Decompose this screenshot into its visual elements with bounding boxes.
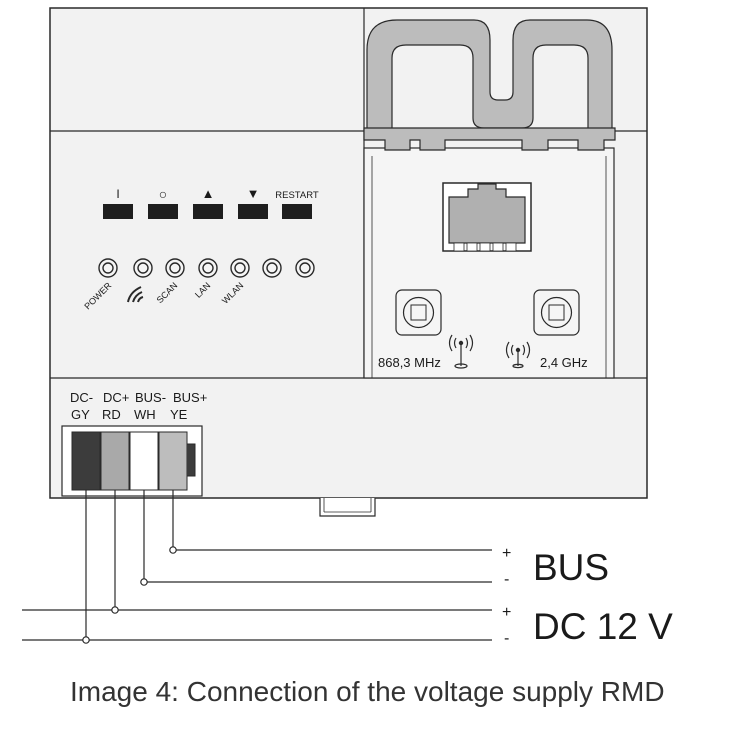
radio-signal-icon: [127, 286, 144, 303]
button-up-label: ▲: [202, 186, 215, 201]
terminal-label-dc-minus: DC-: [70, 390, 93, 405]
bus-label: BUS: [533, 547, 609, 588]
led-row: [98, 258, 315, 278]
led-knx: [133, 258, 153, 278]
wiring: [22, 490, 492, 641]
bus-plus-sign: +: [502, 545, 511, 562]
button-off[interactable]: ○: [148, 186, 178, 219]
wire-junctions: [82, 546, 177, 644]
antenna-connector-24: [533, 289, 580, 336]
terminal-color-wh: WH: [134, 407, 156, 422]
led-lan: [198, 258, 218, 278]
button-down-label: ▼: [247, 186, 260, 201]
terminal-label-bus-plus: BUS+: [173, 390, 207, 405]
led-7: [295, 258, 315, 278]
button-restart-label: RESTART: [275, 190, 319, 201]
button-on[interactable]: I: [103, 187, 133, 219]
antenna-connector-868: [395, 289, 442, 336]
button-on-label: I: [116, 187, 119, 201]
din-rail-clip: [319, 498, 376, 517]
terminal-dc-minus: [71, 431, 101, 491]
led-wlan: [230, 258, 250, 278]
dc-label: DC 12 V: [533, 606, 673, 647]
button-up[interactable]: ▲: [193, 186, 223, 219]
dc-minus-sign: -: [504, 630, 509, 647]
button-restart[interactable]: RESTART: [275, 190, 319, 219]
terminal-color-gy: GY: [71, 407, 90, 422]
dc-plus-sign: +: [502, 604, 511, 621]
bracket-foot: [363, 127, 616, 151]
terminal-dc-plus: [100, 431, 130, 491]
antenna-label-24: 2,4 GHz: [540, 355, 588, 370]
terminal-color-ye: YE: [170, 407, 188, 422]
bus-minus-sign: -: [504, 571, 509, 588]
antenna-label-868: 868,3 MHz: [378, 355, 441, 370]
led-scan: [165, 258, 185, 278]
terminal-label-dc-plus: DC+: [103, 390, 129, 405]
terminal-block: [61, 425, 203, 497]
antenna-icon: [448, 334, 474, 369]
lan-port-icon: [442, 182, 532, 252]
led-power: [98, 258, 118, 278]
antenna-icon: [505, 341, 531, 369]
figure-caption: Image 4: Connection of the voltage suppl…: [70, 676, 665, 707]
wire-bus-minus: [143, 490, 492, 583]
button-down[interactable]: ▼: [238, 186, 268, 219]
terminal-bus-plus: [158, 431, 188, 491]
button-off-label: ○: [159, 186, 167, 202]
terminal-label-bus-minus: BUS-: [135, 390, 166, 405]
led-6: [262, 258, 282, 278]
terminal-bus-minus: [129, 431, 159, 491]
terminal-color-rd: RD: [102, 407, 121, 422]
